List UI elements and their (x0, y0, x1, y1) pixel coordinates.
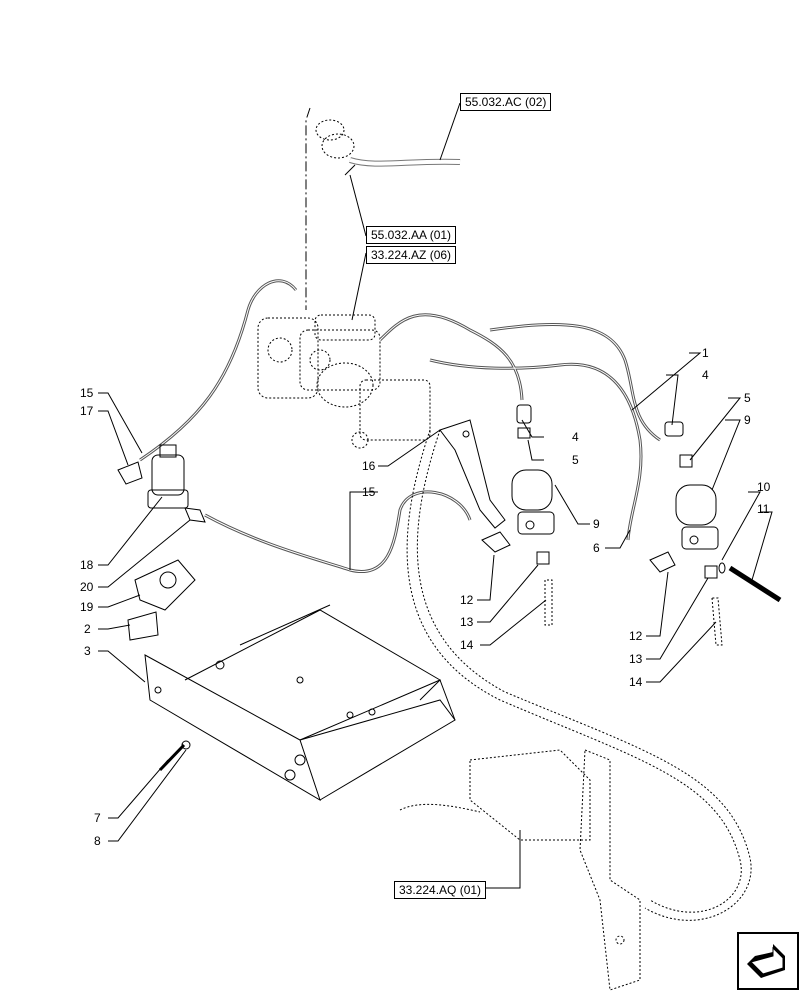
callout-15b: 15 (362, 485, 376, 499)
callout-13a: 13 (460, 615, 474, 629)
callout-4a: 4 (702, 368, 709, 382)
callout-3: 3 (84, 644, 91, 658)
callout-5b: 5 (572, 453, 579, 467)
callout-12a: 12 (460, 593, 474, 607)
ref-33224aq[interactable]: 33.224.AQ (01) (394, 881, 487, 899)
callout-17: 17 (80, 404, 94, 418)
plate-2 (127, 611, 159, 641)
ref-33224az[interactable]: 33.224.AZ (06) (366, 246, 457, 264)
next-page-button[interactable] (737, 932, 799, 990)
callout-6: 6 (593, 541, 600, 555)
callout-5a: 5 (744, 391, 751, 405)
callout-7: 7 (94, 811, 101, 825)
filter-18 (147, 444, 189, 509)
valve-block (257, 314, 431, 449)
callout-12b: 12 (629, 629, 643, 643)
axis-line (305, 107, 311, 310)
callout-20: 20 (80, 580, 94, 594)
bracket-19 (134, 559, 196, 611)
callout-8: 8 (94, 834, 101, 848)
callout-14b: 14 (629, 675, 643, 689)
solenoid-valve-2 (675, 484, 719, 550)
ref-55032ac[interactable]: 55.032.AC (02) (460, 93, 552, 111)
pipe-lines (139, 279, 661, 574)
callout-11: 11 (757, 502, 770, 516)
callout-13b: 13 (629, 652, 643, 666)
callout-19: 19 (80, 600, 94, 614)
brake-pedal (399, 749, 641, 991)
support-frame (144, 604, 456, 802)
callout-15a: 15 (80, 386, 94, 400)
callout-4b: 4 (572, 430, 579, 444)
callout-9a: 9 (744, 413, 751, 427)
pedal-hose (406, 429, 752, 921)
next-page-arrow-icon (747, 944, 785, 978)
callout-14a: 14 (460, 638, 474, 652)
solenoid-valve-1 (511, 469, 555, 535)
bolt-7 (158, 743, 186, 772)
callout-1: 1 (702, 346, 709, 360)
callout-18: 18 (80, 558, 94, 572)
callout-2: 2 (84, 622, 91, 636)
callout-9b: 9 (593, 517, 600, 531)
upper-hose-assembly (315, 119, 461, 176)
callout-10: 10 (757, 480, 771, 494)
bracket-16 (439, 419, 506, 529)
fittings (117, 404, 782, 646)
callout-16: 16 (362, 459, 376, 473)
ref-55032aa[interactable]: 55.032.AA (01) (366, 226, 457, 244)
